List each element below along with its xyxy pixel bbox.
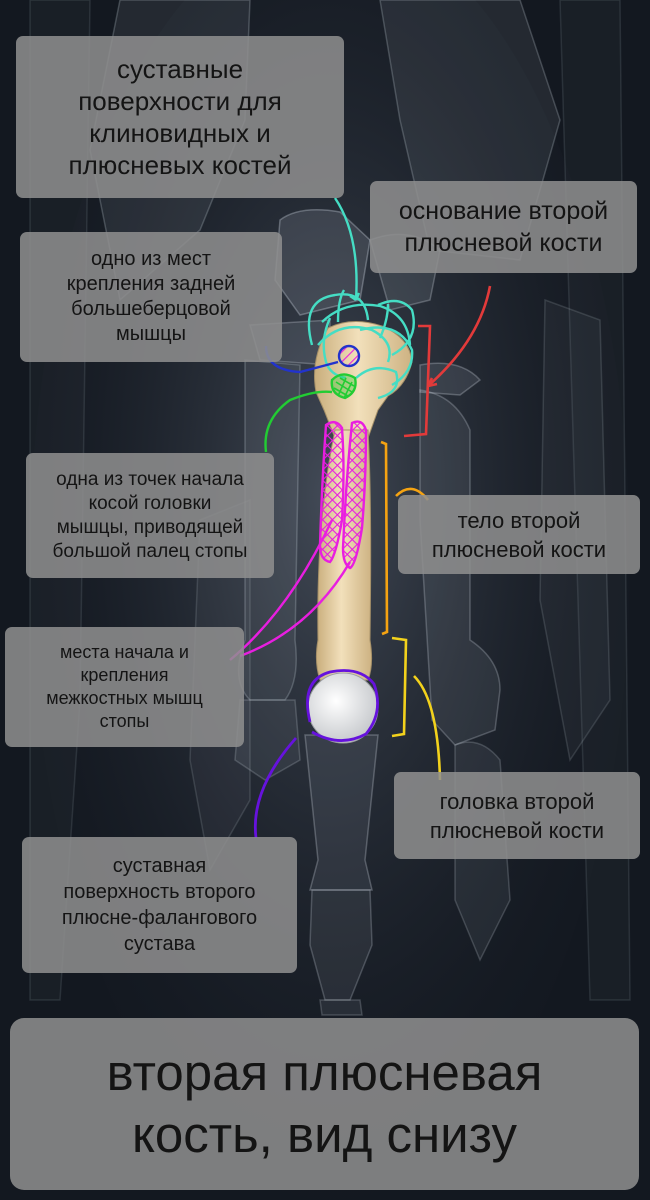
- page-title: вторая плюсневая кость, вид снизу: [10, 1018, 639, 1190]
- mtp-surface-marking: [253, 669, 379, 839]
- metatarsal-base: [314, 321, 413, 439]
- label-adductor-hallucis-origin: одна из точек начала косой головки мышцы…: [26, 453, 274, 578]
- label-metatarsal-body: тело второй плюсневой кости: [398, 495, 640, 574]
- label-tibialis-posterior-attachment: одно из мест крепления задней большеберц…: [20, 232, 282, 362]
- label-mtp-articular-surface: суставная поверхность второго плюсне-фал…: [22, 837, 297, 973]
- adductor-origin-marking: [264, 373, 357, 453]
- label-interosseous-attachments: места начала и крепления межкостных мышц…: [5, 627, 244, 747]
- label-articular-surfaces: суставные поверхности для клиновидных и …: [16, 36, 344, 198]
- articular-surface-markings: [307, 197, 415, 400]
- label-metatarsal-base: основание второй плюсневой кости: [370, 181, 637, 273]
- head-bracket-marking: [391, 636, 442, 781]
- label-metatarsal-head: головка второй плюсневой кости: [394, 772, 640, 859]
- interosseous-attachment-markings: [229, 420, 368, 661]
- base-bracket-marking: [403, 285, 492, 438]
